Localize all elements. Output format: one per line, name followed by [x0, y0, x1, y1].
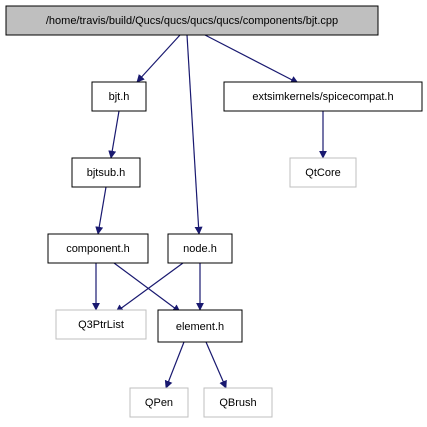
node-bjt-h[interactable]: bjt.h: [91, 81, 147, 112]
node-element-h[interactable]: element.h: [157, 309, 243, 343]
edge-element-h-to-qbrush: [205, 341, 227, 389]
node-qpen-label: QPen: [145, 397, 173, 409]
node-qtcore[interactable]: QtCore: [289, 157, 357, 188]
node-component-h-label: component.h: [66, 243, 130, 255]
node-bjtsub-h[interactable]: bjtsub.h: [71, 157, 141, 188]
edge-element-h-to-qpen: [164, 341, 185, 389]
node-qbrush[interactable]: QBrush: [203, 387, 273, 418]
node-spicecompat-h[interactable]: extsimkernels/spicecompat.h: [223, 81, 423, 112]
edge-bjtsub-h-to-component-h: [95, 186, 107, 235]
node-qtcore-label: QtCore: [305, 167, 340, 179]
edge-root-to-bjt-h: [136, 34, 181, 83]
edge-root-to-node-h: [186, 34, 203, 235]
node-qbrush-label: QBrush: [219, 397, 256, 409]
dependency-nodes: /home/travis/build/Qucs/qucs/qucs/qucs/c…: [5, 5, 423, 418]
edge-component-h-to-element-h: [113, 262, 181, 313]
edge-bjt-h-to-bjtsub-h: [108, 110, 120, 159]
node-root-file-label: /home/travis/build/Qucs/qucs/qucs/qucs/c…: [46, 15, 338, 27]
edge-node-h-to-q3ptrlist: [115, 262, 184, 313]
node-element-h-label: element.h: [176, 321, 224, 333]
edge-root-to-spicecompat-h: [204, 34, 299, 84]
node-node-h[interactable]: node.h: [167, 233, 233, 264]
node-qpen[interactable]: QPen: [129, 387, 189, 418]
dependency-edges: [92, 34, 327, 389]
node-node-h-label: node.h: [183, 243, 217, 255]
node-spicecompat-h-label: extsimkernels/spicecompat.h: [252, 91, 393, 103]
node-component-h[interactable]: component.h: [47, 233, 149, 264]
node-bjtsub-h-label: bjtsub.h: [87, 167, 126, 179]
node-root-file[interactable]: /home/travis/build/Qucs/qucs/qucs/qucs/c…: [5, 5, 379, 36]
node-q3ptrlist-label: Q3PtrList: [78, 319, 124, 331]
node-q3ptrlist[interactable]: Q3PtrList: [55, 309, 147, 340]
node-bjt-h-label: bjt.h: [109, 91, 130, 103]
